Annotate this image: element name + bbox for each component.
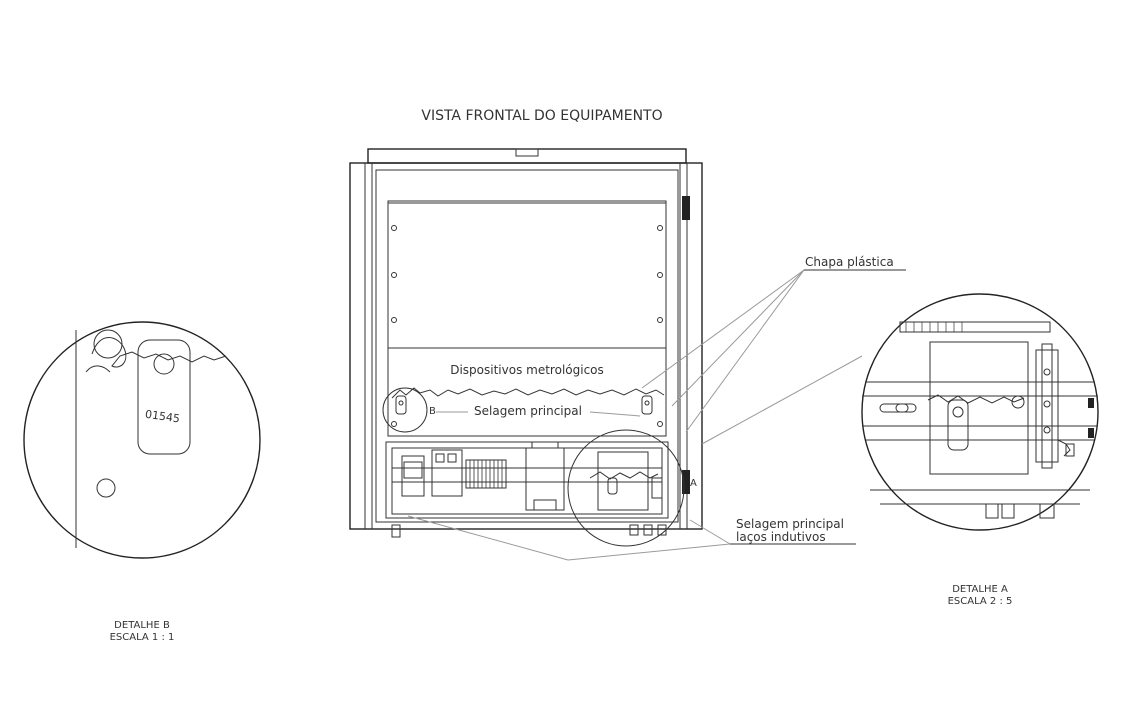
detail-a-callout [567, 429, 685, 547]
label-chapa-plastica: Chapa plástica [805, 255, 894, 269]
upper-plate [387, 200, 667, 349]
label-selagem-lacos-2: laços indutivos [736, 530, 826, 544]
callout-a-letter: A [690, 478, 697, 489]
lower-compartment [385, 441, 669, 538]
detail-a-view [861, 293, 1099, 531]
label-selagem-lacos-1: Selagem principal [736, 517, 844, 531]
view-title: VISTA FRONTAL DO EQUIPAMENTO [421, 108, 662, 124]
detail-a-scale: ESCALA 2 : 5 [948, 596, 1013, 607]
detail-b-callout [382, 387, 428, 433]
detail-a-title: DETALHE A [952, 584, 1008, 595]
detail-b-view: 01545 [23, 321, 261, 559]
detail-b-scale: ESCALA 1 : 1 [110, 632, 175, 643]
leader-lines [407, 269, 906, 561]
plastic-sheet: Dispositivos metrológicos Selagem princi… [387, 347, 667, 437]
enclosure-front-view [349, 148, 703, 530]
detail-b-title: DETALHE B [114, 620, 170, 631]
seal-number: 01545 [144, 408, 180, 426]
label-selagem-principal: Selagem principal [474, 404, 582, 418]
label-dispositivos: Dispositivos metrológicos [450, 363, 604, 377]
callout-b-letter: B [429, 406, 436, 417]
